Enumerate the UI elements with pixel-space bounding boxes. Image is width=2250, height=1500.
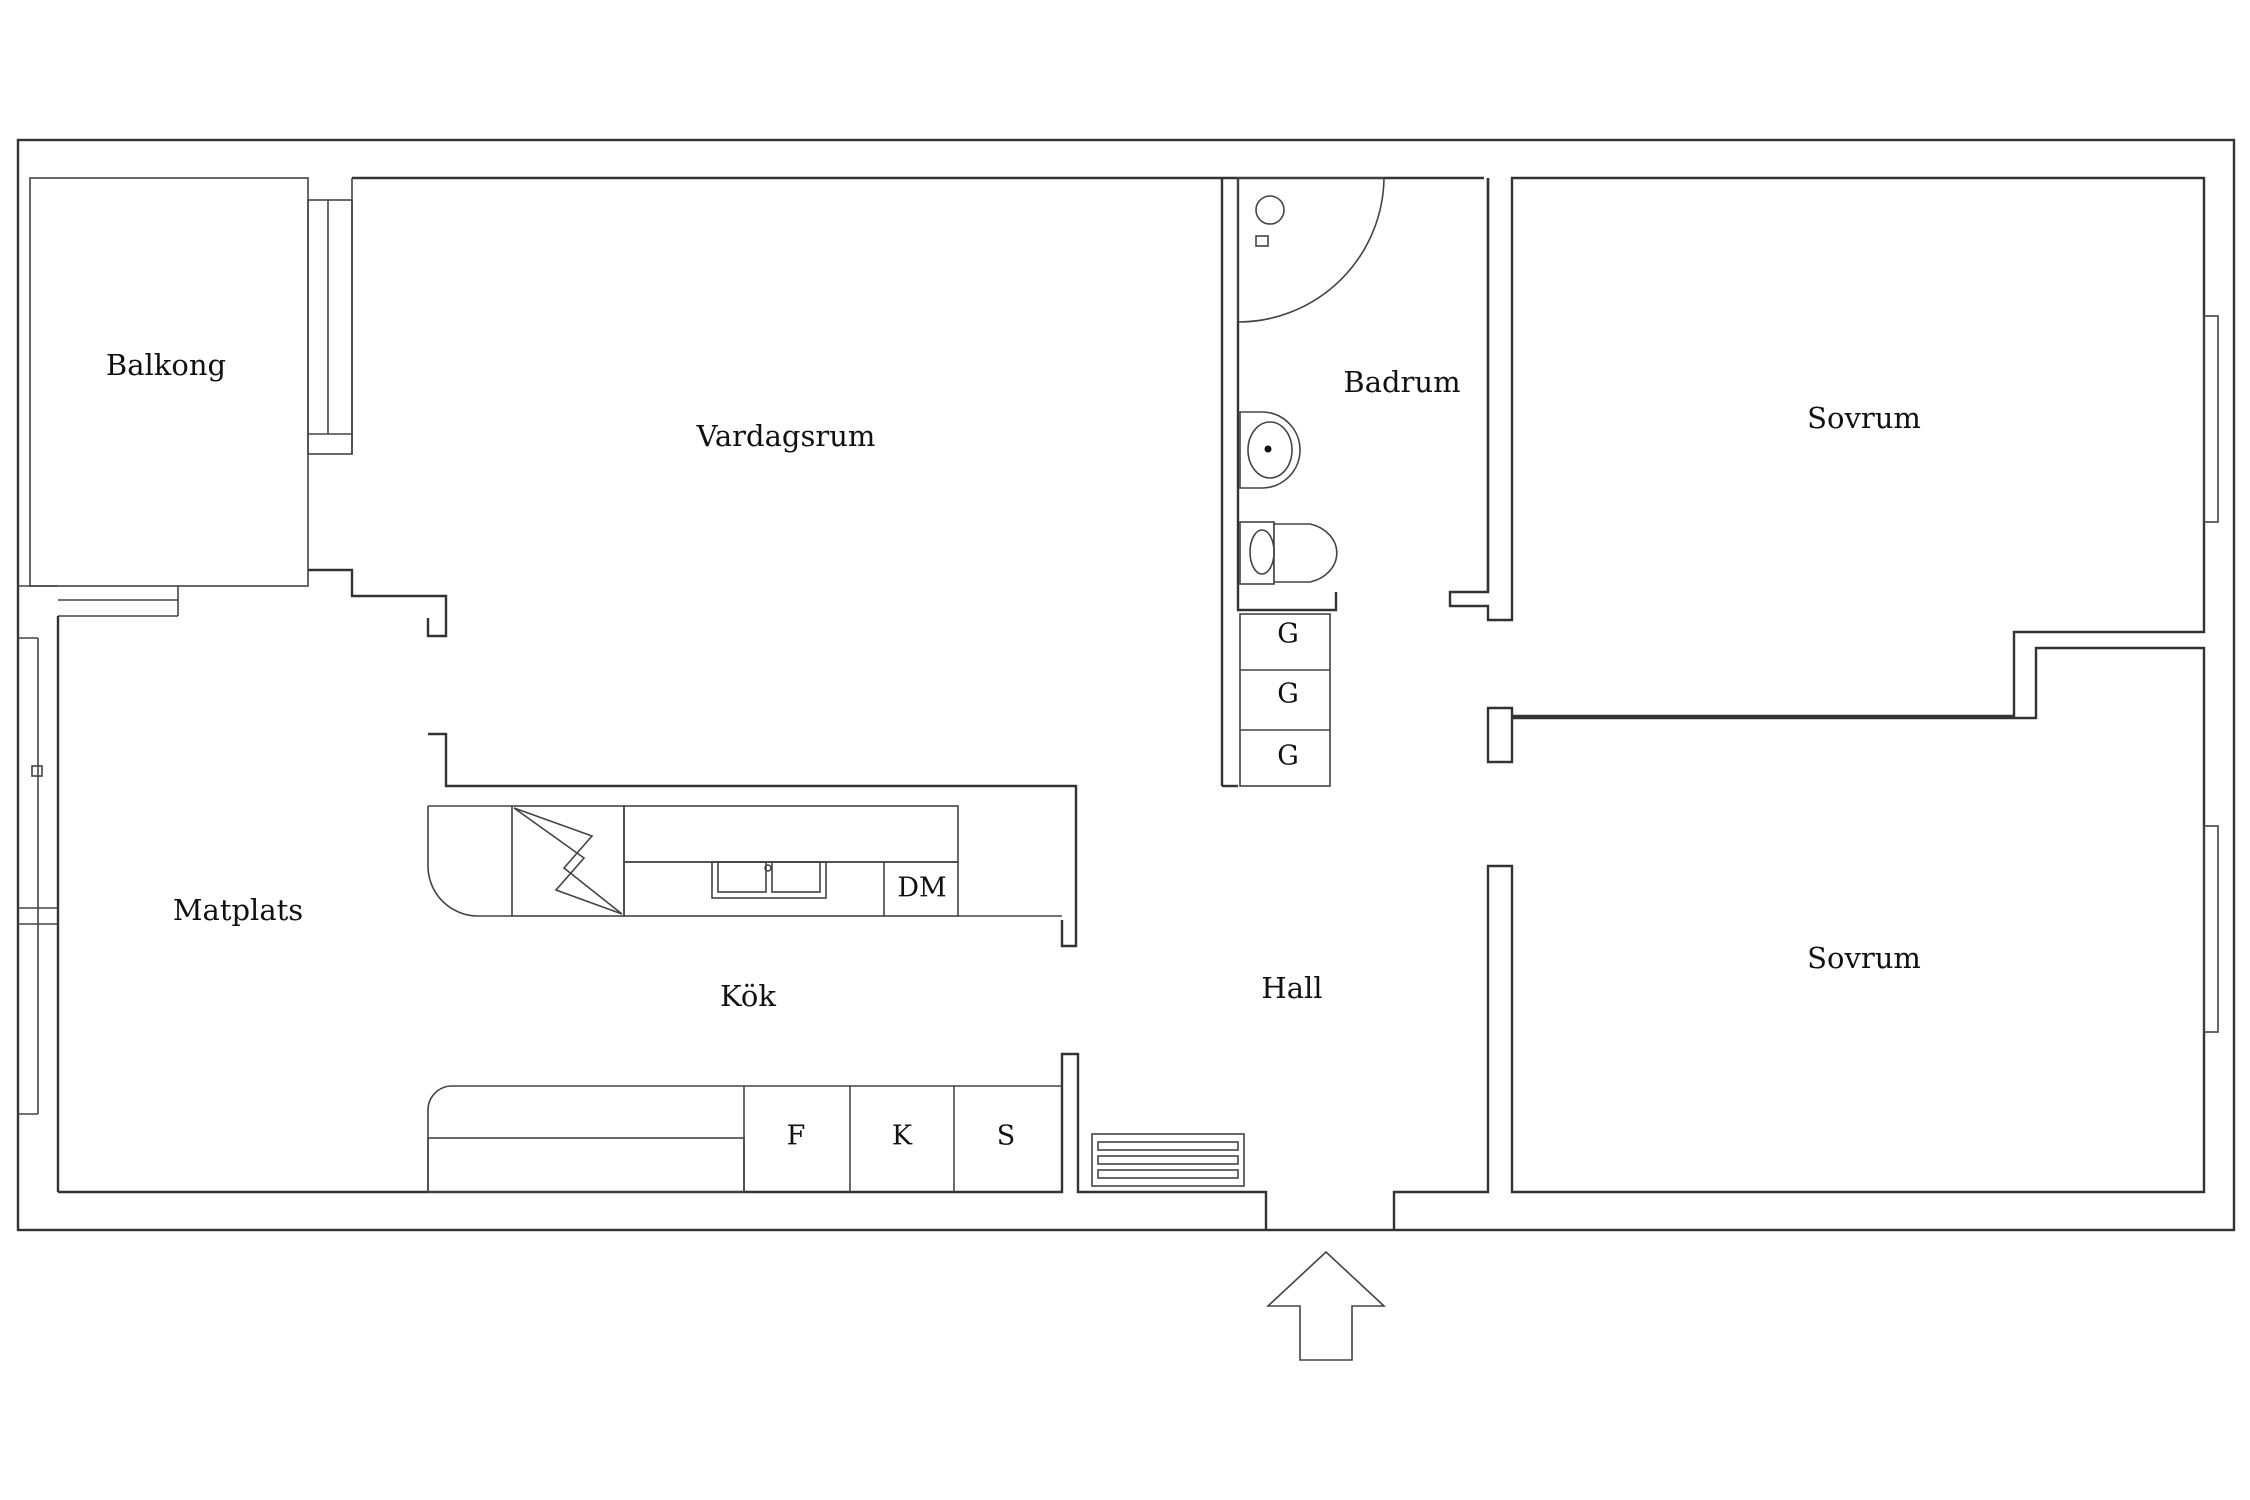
room-label-sovrum-2: Sovrum bbox=[1807, 941, 1921, 975]
entrance-arrow-icon bbox=[1265, 1250, 1387, 1361]
stove-icon bbox=[513, 807, 623, 915]
double-sink-icon bbox=[711, 861, 827, 899]
room-label-matplats: Matplats bbox=[172, 893, 304, 927]
room-label-kok: Kök bbox=[720, 979, 776, 1013]
kitchen-bottom-wall bbox=[58, 176, 2206, 1230]
closet-label-1: G bbox=[1277, 618, 1299, 650]
radiator-icon bbox=[1091, 1133, 1245, 1187]
balcony-outline bbox=[18, 177, 309, 617]
shower bbox=[1237, 177, 1385, 323]
closet-label-3: G bbox=[1277, 740, 1299, 772]
room-label-sovrum-1: Sovrum bbox=[1807, 401, 1921, 435]
washbasin bbox=[1239, 411, 1301, 489]
cabinet-s-label: S bbox=[996, 1120, 1016, 1152]
bedroom-windows bbox=[2203, 315, 2219, 1033]
room-label-hall: Hall bbox=[1261, 971, 1323, 1005]
toilet bbox=[1239, 521, 1338, 585]
room-label-balkong: Balkong bbox=[105, 348, 227, 382]
fridge-label: F bbox=[786, 1120, 806, 1152]
closets bbox=[1239, 613, 1331, 787]
cabinet-k-label: K bbox=[891, 1120, 913, 1152]
kitchen-counter-bottom bbox=[427, 1085, 1062, 1193]
bathroom-walls bbox=[1220, 178, 1490, 788]
room-label-badrum: Badrum bbox=[1343, 365, 1461, 399]
dishwasher-label: DM bbox=[897, 872, 947, 904]
balcony-window bbox=[307, 178, 353, 455]
outer-wall bbox=[16, 138, 2236, 1232]
kitchen-counter-top bbox=[427, 805, 1062, 917]
dining-left-wall bbox=[18, 616, 60, 1192]
closet-label-2: G bbox=[1277, 678, 1299, 710]
room-label-vardagsrum: Vardagsrum bbox=[696, 419, 876, 453]
